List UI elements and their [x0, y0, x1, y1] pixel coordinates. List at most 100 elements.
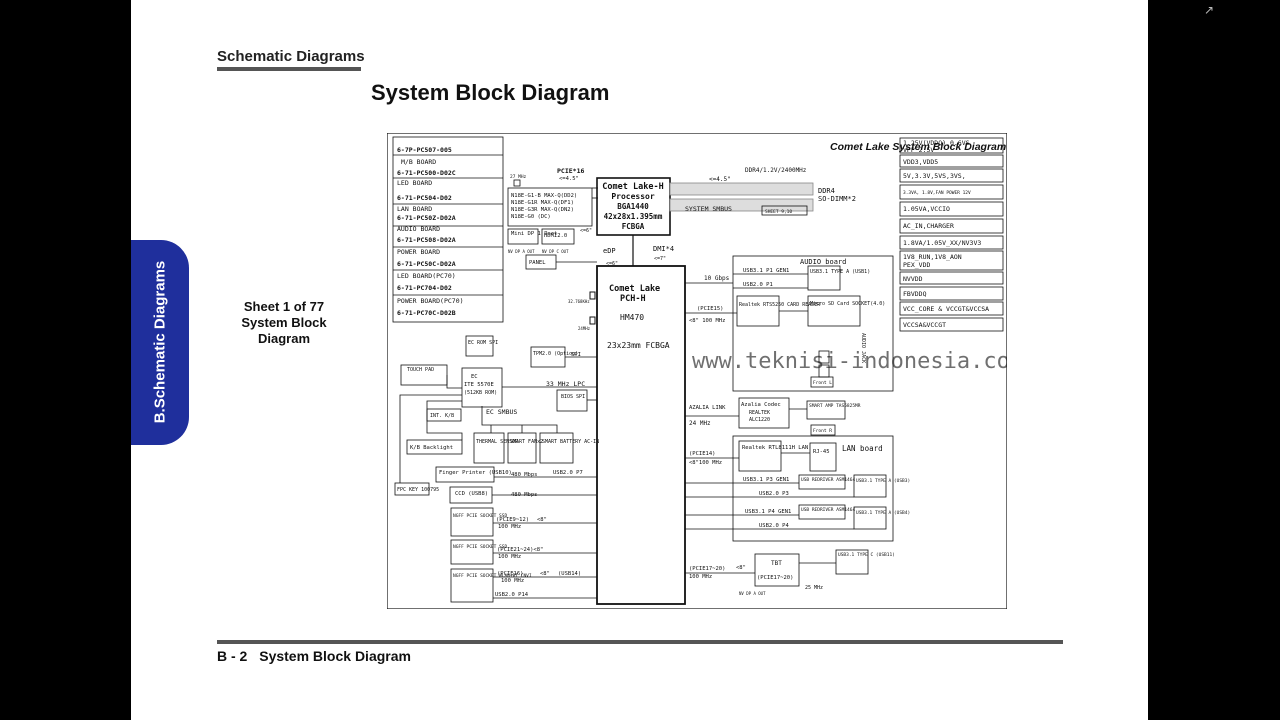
usb-p14-label: USB2.0 P14 [495, 592, 529, 598]
codec-title: Azalia Codec [741, 402, 781, 408]
nv-dp-a-tbt: NV DP A OUT [739, 591, 766, 596]
spi-label: SPI [571, 352, 581, 358]
sd-socket-label: Micro SD Card SOCKET(4.0) [810, 301, 885, 307]
side-tab[interactable]: B.Schematic Diagrams [131, 240, 189, 445]
ddr-line2: SO-DIMM*2 [818, 195, 856, 203]
footer-page-number: B - 2 [217, 648, 248, 664]
redriver1-label: USB REDRIVER ASM1464 [801, 477, 855, 483]
audio-board-title: AUDIO board [800, 258, 846, 266]
hdmi-label: HDMI2.0 [544, 233, 567, 239]
board-6-name: LED BOARD(PC70) [397, 272, 456, 280]
fpc-key-label: FPC KEY 100795 [397, 487, 439, 493]
board-list: 6-7P-PC507-005 M/B BOARD 6-71-PC500-D02C… [392, 136, 504, 323]
rail-7: 1V8_RUN,1V8_AON [903, 253, 962, 261]
ec-rom-size: (512KB ROM) [464, 390, 497, 396]
ngff1-speed: 100 MHz [498, 524, 521, 530]
board-3-sub: 6-71-PC50Z-D02A [397, 214, 456, 222]
header-rule [217, 67, 361, 71]
azalia-speed: 24 MHz [689, 420, 711, 427]
footer-title: System Block Diagram [259, 648, 411, 664]
usb-p7-label: USB2.0 P7 [553, 470, 583, 476]
ec-rom-label: EC ROM SPI [468, 340, 498, 346]
footer: B - 2 System Block Diagram [217, 648, 411, 664]
width-6-a: <=6" [580, 228, 592, 234]
tbt-area: (PCIE17~20) <8" 100 MHz TBT (PCIE17~20) … [685, 549, 895, 596]
pch-block: Comet Lake PCH-H HM470 23x23mm FCBGA 32.… [568, 265, 686, 605]
pcie15-length: <8" 100 MHz [689, 318, 725, 324]
board-2-sub: 6-71-PC504-D02 [397, 194, 452, 202]
pch-line-1: PCH-H [620, 294, 646, 304]
sheet-title-line-1: System Block [241, 315, 327, 330]
ngff1-bus: (PCIE9~12) [496, 517, 529, 523]
cpu-block: Comet Lake-H Processor BGA1440 42x28x1.3… [596, 177, 671, 236]
codec-area: AZALIA LINK 24 MHz Azalia Codec REALTEK … [685, 397, 861, 436]
usb31-p3-label: USB3.1 P3 GEN1 [743, 477, 789, 483]
mini-dp-label: Mini DP 1 Port [511, 231, 557, 237]
usb31-p4-label: USB3.1 P4 GEN1 [745, 509, 791, 515]
cpu-line-0: Comet Lake-H [602, 182, 663, 192]
pch-line-3: 23x23mm FCBGA [607, 341, 670, 350]
pcie15-label: (PCIE15) [697, 306, 724, 312]
touchpad-label: TOUCH PAD [407, 367, 434, 373]
storage-usb-area: Finger Printer (USB10) 480 Mbps USB2.0 P… [394, 466, 597, 603]
display-outputs: Mini DP 1 Port HDMI2.0 NV DP A OUT NV DP… [507, 228, 674, 270]
board-0-name: 6-7P-PC507-005 [397, 146, 452, 154]
ngff2-label: NGFF PCIE SOCKET SSD [453, 544, 507, 550]
system-smbus-label: SYSTEM SMBUS [685, 205, 732, 213]
rail-5: AC_IN,CHARGER [903, 222, 954, 230]
board-4-sub: 6-71-PC508-D02A [397, 236, 456, 244]
tbt-sub: (PCIE17~20) [757, 575, 793, 581]
audio-board: AUDIO board 10 Gbps USB3.1 P1 GEN1 USB2.… [685, 255, 894, 392]
front-l-label: Front L [813, 380, 832, 386]
rail-9: FBVDDQ [903, 290, 927, 298]
sheet-info: Sheet 1 of 77 System Block Diagram [227, 299, 341, 347]
pcie17-label: (PCIE17~20) [689, 566, 725, 572]
panel-label: PANEL [529, 260, 546, 266]
ddr-sheet: SHEET 9,10 [765, 209, 792, 215]
rail-pex: PEX_VDD [903, 261, 930, 269]
int-kb-label: INT. K/B [430, 413, 454, 419]
pcie16-length: <=4.5" [559, 176, 579, 182]
rail-8: NVVDD [903, 275, 923, 283]
cpu-line-1: Processor [611, 192, 655, 201]
rail-10: VCC_CORE & VCCGT&VCCSA [903, 305, 989, 313]
cpu-line-4: FCBGA [622, 222, 645, 231]
rail-11: VCCSA&VCCGT [903, 321, 946, 329]
board-7-name: POWER BOARD(PC70) [397, 297, 464, 305]
pcie16-label: PCIE*16 [557, 167, 584, 175]
board-2-name: LED BOARD [397, 179, 432, 187]
ec-chip-label: ITE 5570E [464, 382, 494, 388]
nv-dp-c-label: NV DP C OUT [542, 249, 569, 254]
pch-line-0: Comet Lake [609, 284, 660, 294]
ddr-line1: DDR4 [818, 187, 835, 195]
ngff3-usb: (USB14) [558, 571, 581, 577]
rail-1: VDD3,VDD5 [903, 158, 938, 166]
board-4-name: AUDIO BOARD [397, 225, 440, 233]
nv-dp-a-label: NV DP A OUT [508, 249, 535, 254]
rail-vpp: VPP 2.5V [903, 146, 934, 154]
ngff1-label: NGFF PCIE SOCKET SSD [453, 513, 507, 519]
board-1-sub: 6-71-PC500-D02C [397, 169, 456, 177]
ngff2-speed: 100 MHz [498, 554, 521, 560]
audio-usb-a: USB3.1 TYPE A (USB1) [810, 269, 870, 275]
section-header: Schematic Diagrams [217, 48, 365, 65]
lan-chip-label: Realtek RTL8111H LAN [742, 445, 808, 451]
gpu-block: N18E-G1-B MAX-Q(DD2) N18E-G1R MAX-Q(DF1)… [507, 167, 598, 227]
board-5-sub: 6-71-PC50C-D02A [397, 260, 456, 268]
ngff3-label: NGFF PCIE SOCKET WLAN+BT CNVI [453, 573, 532, 579]
gpu-line-0: N18E-G1-B MAX-Q(DD2) [511, 193, 577, 199]
pcie14-label: (PCIE14) [689, 451, 716, 457]
redriver2-label: USB REDRIVER ASM1464 [801, 507, 855, 513]
expand-icon[interactable]: ↗ [1204, 3, 1215, 17]
tpm-label: TPM2.0 (Option) [533, 351, 578, 357]
footer-rule [217, 640, 1063, 644]
card-reader-label: Realtek RTS5250 CARD READER [739, 302, 821, 308]
fingerprint-label: Finger Printer (USB10) [439, 470, 512, 476]
pch-line-2: HM470 [620, 313, 644, 322]
usb-p4-label: USB2.0 P4 [759, 523, 789, 529]
pcie14-length: <8"100 MHz [689, 460, 722, 466]
codec-chip: ALC1220 [749, 417, 770, 423]
lan-board-title: LAN board [842, 444, 883, 453]
usb-c-label: USB3.1 TYPE C (USB11) [838, 552, 895, 558]
ngff2-bus: (PCIE21~24)<8" [497, 547, 543, 553]
